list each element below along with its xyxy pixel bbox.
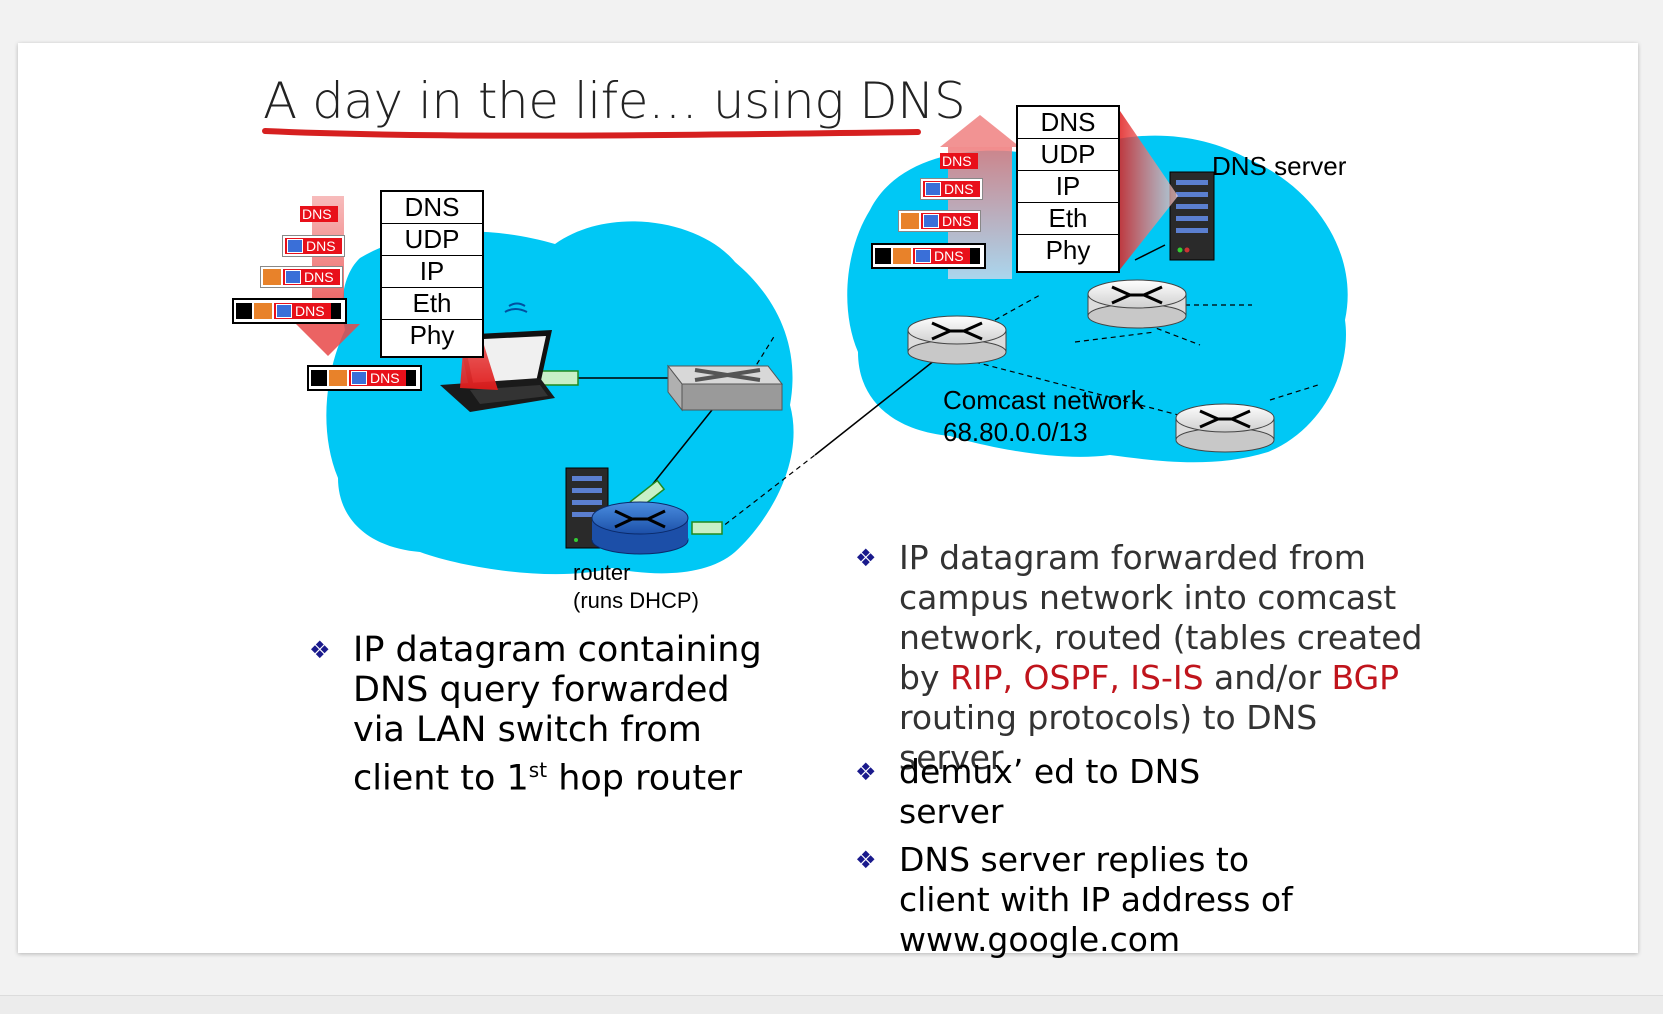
bullet-right-1: ❖ IP datagram forwarded from campus netw… (855, 538, 1459, 777)
dns-payload: DNS (274, 303, 331, 319)
bullet-line: server (899, 792, 1004, 831)
layer-eth: Eth (1018, 203, 1118, 235)
eth-trailer (330, 303, 341, 319)
dns-packet-icon: DNS (871, 243, 986, 269)
dns-payload: DNS (940, 153, 978, 169)
udp-header (287, 239, 303, 253)
dns-payload: DNS (349, 370, 406, 386)
bullet-line: www.google.com (899, 920, 1181, 959)
udp-header (925, 182, 941, 196)
bullet-marker-icon: ❖ (855, 544, 877, 572)
layer-ip: IP (1018, 171, 1118, 203)
bullet-line: via LAN switch from (353, 710, 702, 750)
udp-header (915, 249, 931, 263)
bullet-line: by RIP, OSPF, IS-IS and/or BGP (899, 658, 1400, 697)
comcast-address-label: 68.80.0.0/13 (943, 417, 1088, 447)
ip-header (329, 370, 347, 386)
ip-header (893, 248, 911, 264)
eth-trailer (969, 248, 980, 264)
layer-eth: Eth (382, 288, 482, 320)
dns-packet-icon: DNS (307, 365, 422, 391)
dns-payload: DNS (285, 238, 342, 254)
dns-packet-icon: DNS (282, 235, 345, 257)
dns-packet-icon: DNS (232, 298, 347, 324)
dns-payload: DNS (300, 206, 338, 222)
bullet-line: client with IP address of (899, 880, 1293, 919)
first-hop-router-icon (591, 501, 689, 555)
bullet-left: ❖ IP datagram containing DNS query forwa… (309, 630, 813, 799)
eth-trailer (405, 370, 416, 386)
bullet-line: IP datagram containing (353, 630, 762, 670)
bullet-line: client to 1st hop router (353, 758, 742, 799)
layer-phy: Phy (409, 320, 455, 350)
dns-packet-icon: DNS (940, 152, 978, 170)
layer-dns: DNS (1018, 107, 1118, 139)
comcast-router-icon (907, 315, 1007, 365)
router-label: router (573, 560, 631, 585)
layer-ip: IP (382, 256, 482, 288)
protocol-stack-client: DNS UDP IP Eth Phy (380, 190, 484, 358)
dns-payload: DNS (283, 269, 340, 285)
bullet-line: IP datagram forwarded from (899, 538, 1366, 577)
bullet-marker-icon: ❖ (855, 846, 877, 874)
title-underline (262, 128, 921, 139)
layer-phy: Phy (1045, 235, 1091, 265)
udp-header (276, 304, 292, 318)
bullet-marker-icon: ❖ (855, 758, 877, 786)
dns-payload: DNS (923, 181, 980, 197)
slide (18, 43, 1638, 953)
dns-packet-icon: DNS (260, 266, 343, 288)
eth-header (236, 303, 252, 319)
bullet-line: demux’ ed to DNS (899, 752, 1201, 791)
page-title: A day in the life… using DNS (263, 72, 966, 130)
bullet-marker-icon: ❖ (309, 636, 331, 664)
dns-packet-icon: DNS (300, 205, 338, 223)
bullet-line: campus network into comcast (899, 578, 1397, 617)
ip-header (263, 269, 281, 285)
transmission-beam (1118, 108, 1178, 272)
layer-udp: UDP (382, 224, 482, 256)
protocol-stack-server: DNS UDP IP Eth Phy (1016, 105, 1120, 273)
lan-switch-icon (666, 364, 784, 412)
comcast-router-icon (1175, 403, 1275, 453)
comcast-router-icon (1087, 279, 1187, 329)
dns-payload: DNS (913, 248, 970, 264)
layer-udp: UDP (1018, 139, 1118, 171)
eth-header (311, 370, 327, 386)
router-sub-label: (runs DHCP) (573, 588, 699, 613)
dns-packet-icon: DNS (920, 178, 983, 200)
dns-packet-icon: DNS (898, 210, 981, 232)
ip-header (901, 213, 919, 229)
bullet-line: DNS server replies to (899, 840, 1250, 879)
bullet-line: routing protocols) to DNS (899, 698, 1318, 737)
dns-server-icon (1169, 171, 1215, 261)
dns-payload: DNS (921, 213, 978, 229)
eth-header (875, 248, 891, 264)
udp-header (923, 214, 939, 228)
ip-header (254, 303, 272, 319)
bullet-right-3: ❖ DNS server replies to client with IP a… (855, 840, 1459, 960)
comcast-network-label: Comcast network (943, 385, 1144, 415)
bullet-line: network, routed (tables created (899, 618, 1423, 657)
udp-header (351, 371, 367, 385)
dns-server-label: DNS server (1212, 151, 1347, 181)
layer-dns: DNS (382, 192, 482, 224)
bullet-line: DNS query forwarded (353, 670, 730, 710)
status-bar (0, 995, 1663, 1014)
bullet-right-2: ❖ demux’ ed to DNS server (855, 752, 1459, 832)
udp-header (285, 270, 301, 284)
